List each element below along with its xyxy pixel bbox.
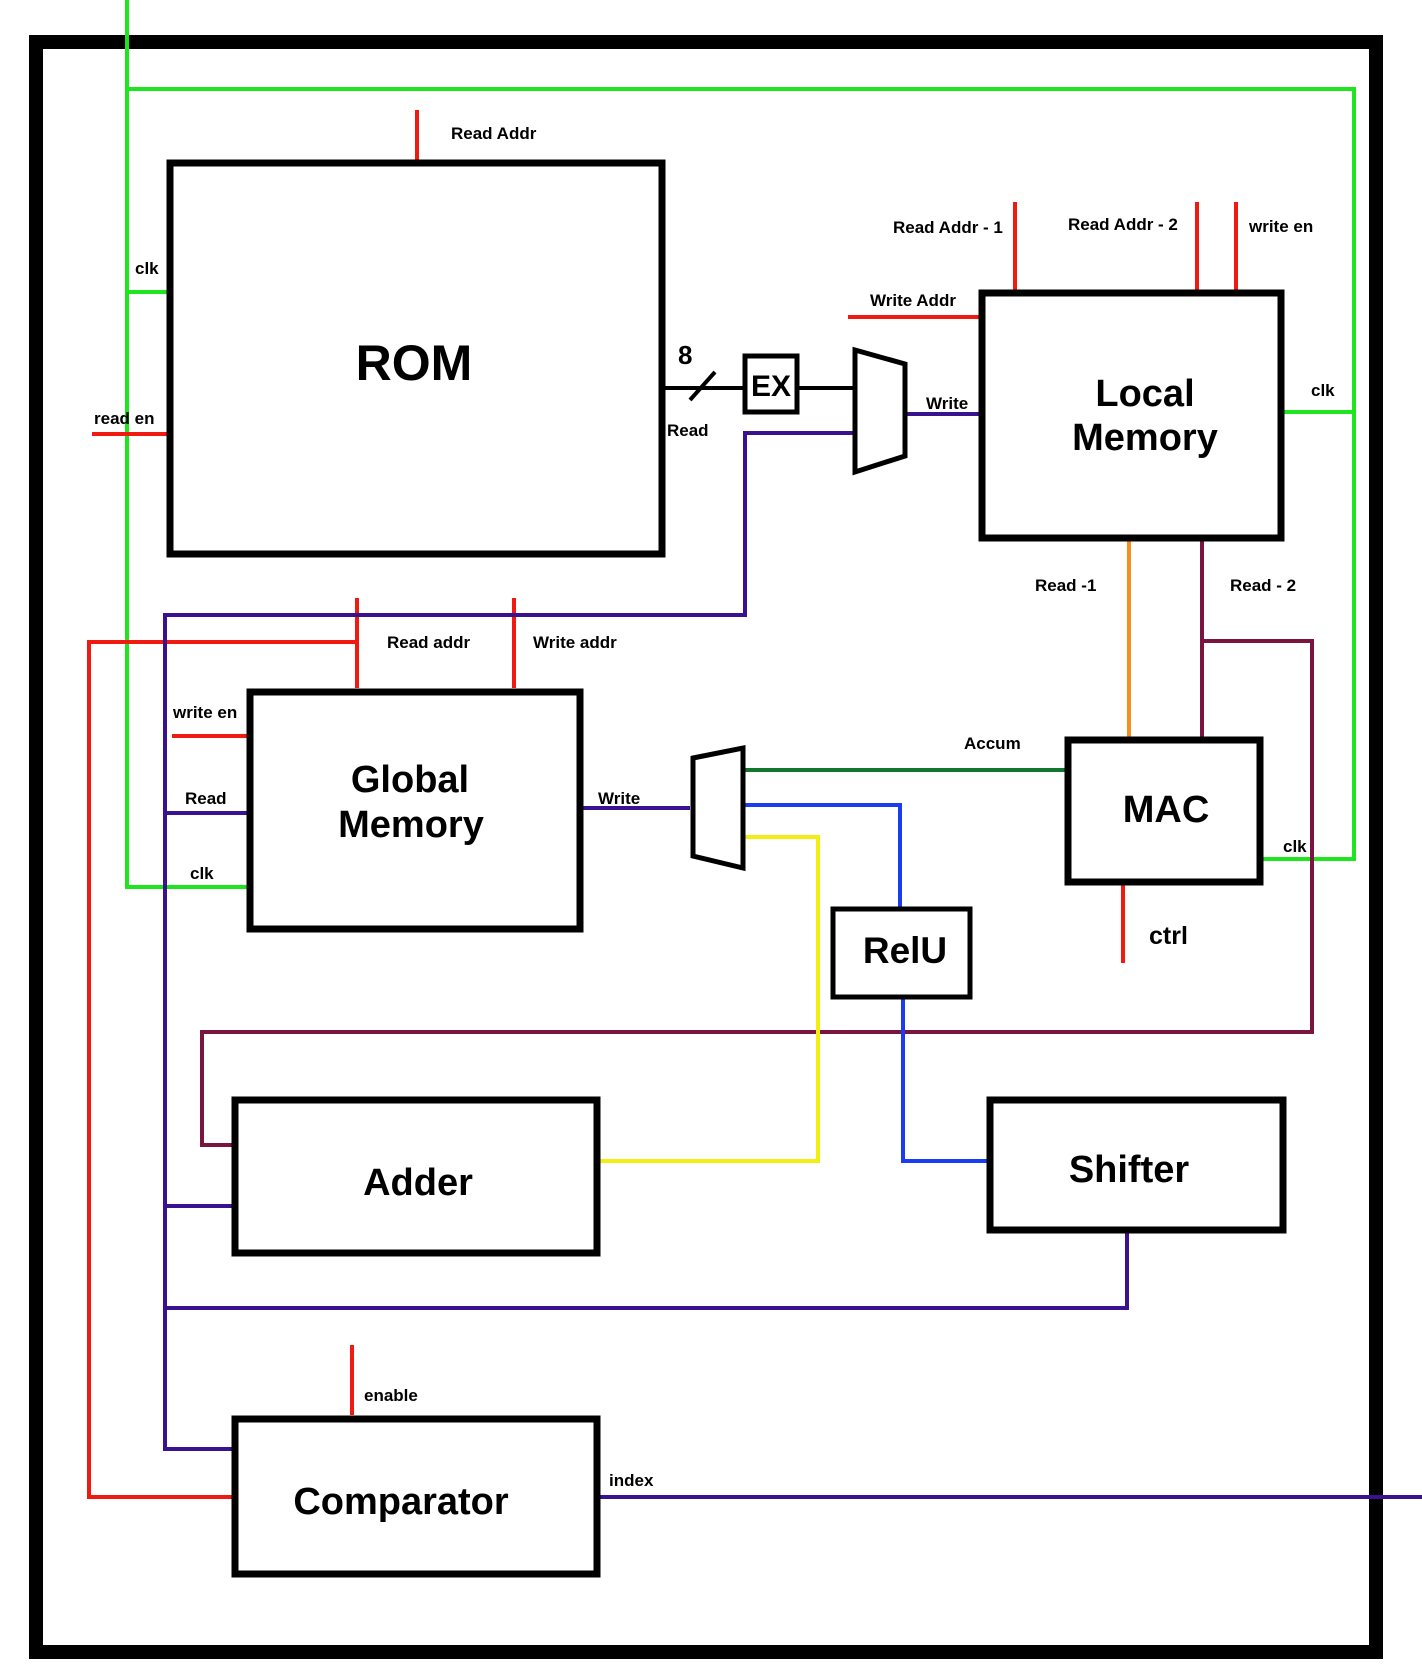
- write-mux-global: [690, 744, 746, 872]
- local-memory-label-1: Local: [1095, 373, 1194, 415]
- rom-clk-label: clk: [135, 259, 159, 278]
- rom-read-en-label: read en: [94, 409, 154, 428]
- gm-write-en-label: write en: [172, 703, 237, 722]
- gm-write-addr-label: Write addr: [533, 633, 617, 652]
- global-memory-label-1: Global: [351, 759, 469, 801]
- cmp-index-label: index: [609, 1471, 654, 1490]
- lm-read-addr-2-label: Read Addr - 2: [1068, 215, 1178, 234]
- global-memory-block: [246, 688, 584, 933]
- system-boundary: [29, 35, 1383, 1659]
- shifter-path: [901, 997, 990, 1163]
- lm-clk-label: clk: [1311, 381, 1335, 400]
- lm-write-addr-label: Write Addr: [870, 291, 956, 310]
- relu-path: [745, 803, 902, 910]
- gm-read-addr-label: Read addr: [387, 633, 471, 652]
- lm-read-1-label: Read -1: [1035, 576, 1096, 595]
- lm-write-label: Write: [926, 394, 968, 413]
- relu-block: [830, 906, 973, 1000]
- adder-block: [231, 1096, 601, 1257]
- rom-label: ROM: [356, 335, 473, 391]
- lm-write-en-label: write en: [1248, 217, 1313, 236]
- comparator-block: [231, 1415, 601, 1578]
- mac-clk-label: clk: [1283, 837, 1307, 856]
- comparator-label: Comparator: [293, 1481, 509, 1523]
- gm-read-label: Read: [185, 789, 227, 808]
- mac-block: [1064, 736, 1264, 886]
- rom-output-bus: [662, 370, 855, 402]
- read-2-bus: [200, 540, 1314, 1147]
- data-bus: [163, 412, 1422, 1499]
- local-memory-label-2: Memory: [1072, 417, 1218, 459]
- mac-label: MAC: [1123, 789, 1210, 831]
- gm-clk-label: clk: [190, 864, 214, 883]
- rom-read-addr-label: Read Addr: [451, 124, 537, 143]
- lm-read-2-label: Read - 2: [1230, 576, 1296, 595]
- adder-label: Adder: [363, 1162, 473, 1204]
- ex-label: EX: [751, 370, 791, 403]
- accum-label: Accum: [964, 734, 1021, 753]
- rom-read-label: Read: [667, 421, 709, 440]
- adder-path: [599, 835, 820, 1163]
- gm-write-label: Write: [598, 789, 640, 808]
- local-memory-block: [978, 289, 1285, 542]
- lm-read-addr-1-label: Read Addr - 1: [893, 218, 1003, 237]
- cmp-enable-label: enable: [364, 1386, 418, 1405]
- rom-block: [166, 159, 666, 558]
- clock-network: [125, 0, 1356, 889]
- relu-label: RelU: [863, 930, 947, 971]
- shifter-label: Shifter: [1069, 1149, 1190, 1191]
- ex-block: [742, 353, 800, 415]
- global-memory-label-2: Memory: [338, 804, 484, 846]
- shifter-block: [986, 1096, 1287, 1234]
- mac-ctrl-label: ctrl: [1149, 922, 1188, 950]
- write-mux-local: [852, 346, 908, 476]
- bus-width-label: 8: [678, 340, 692, 370]
